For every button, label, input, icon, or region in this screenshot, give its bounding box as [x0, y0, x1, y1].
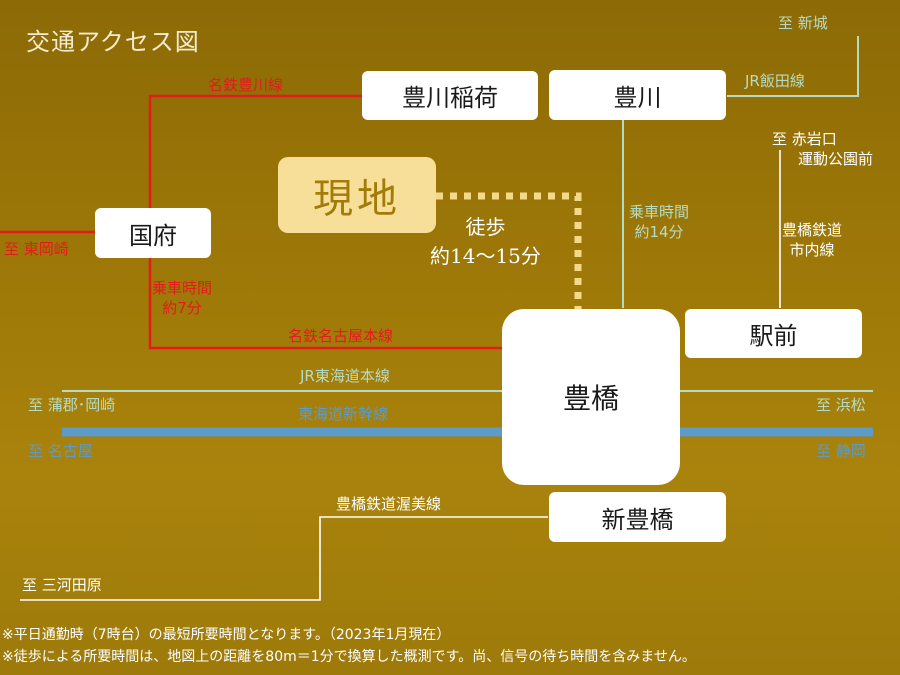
label-toyotetsu-shinai-2: 市内線 — [789, 240, 835, 259]
toyotetsu-atsumi-line — [20, 516, 548, 601]
dest-higashi-okazaki: 至 東岡崎 — [4, 240, 69, 258]
dest-shizuoka: 至 静岡 — [816, 442, 866, 460]
label-toyotetsu-shinai-1: 豊橋鉄道 — [782, 221, 843, 239]
ride-time-jr-iida-2: 約14分 — [634, 222, 684, 241]
station-toyokawa-inari: 豊川稲荷 — [362, 71, 538, 120]
ride-time-jr-iida-1: 乗車時間 — [629, 203, 690, 221]
label-toyotetsu-atsumi: 豊橋鉄道渥美線 — [336, 495, 442, 513]
label-meitetsu-toyokawa: 名鉄豊川線 — [208, 76, 284, 94]
station-kokufu: 国府 — [95, 208, 211, 258]
jr-iida-north-line — [727, 36, 859, 97]
dest-nagoya: 至 名古屋 — [28, 442, 93, 460]
dest-hamamatsu: 至 浜松 — [816, 396, 866, 414]
dest-akaiwaguchi-2: 運動公園前 — [798, 149, 874, 168]
label-jr-tokaido: JR東海道本線 — [300, 367, 390, 385]
dest-mikawa-tahara: 至 三河田原 — [22, 576, 102, 594]
walk-time-label: 徒歩 約14～15分 — [430, 213, 541, 271]
label-toyotetsu-shinai: 豊橋鉄道 市内線 — [782, 221, 842, 260]
dest-shinshiro: 至 新城 — [778, 14, 828, 32]
walk-label: 徒歩 — [465, 215, 506, 239]
station-shin-toyohashi: 新豊橋 — [549, 492, 726, 542]
dest-gamagori-okazaki: 至 蒲郡･岡崎 — [28, 396, 116, 414]
walking-route — [436, 192, 582, 310]
station-toyokawa: 豊川 — [549, 70, 726, 120]
dest-akaiwaguchi: 至 赤岩口 運動公園前 — [772, 130, 873, 169]
label-jr-iida: JR飯田線 — [745, 72, 805, 90]
page-title: 交通アクセス図 — [26, 28, 200, 56]
site-location: 現地 — [278, 157, 436, 233]
walk-duration: 約14～15分 — [430, 244, 541, 268]
label-meitetsu-nagoya: 名鉄名古屋本線 — [288, 327, 394, 345]
label-shinkansen: 東海道新幹線 — [298, 405, 389, 423]
footnote-2: ※徒歩による所要時間は、地図上の距離を80m＝1分で換算した概測です。尚、信号の… — [2, 649, 696, 665]
ride-time-jr-iida: 乗車時間 約14分 — [629, 203, 689, 242]
ride-time-meitetsu: 乗車時間 約7分 — [152, 279, 212, 318]
meitetsu-nagoya-line — [148, 258, 503, 350]
meitetsu-toyokawa-line — [148, 94, 362, 222]
footnote-1: ※平日通勤時（7時台）の最短所要時間となります。（2023年1月現在） — [2, 627, 451, 643]
ride-time-meitetsu-1: 乗車時間 — [152, 279, 213, 297]
dest-akaiwaguchi-1: 至 赤岩口 — [772, 130, 837, 148]
station-ekimae: 駅前 — [685, 309, 862, 358]
station-toyohashi: 豊橋 — [502, 309, 680, 485]
ride-time-meitetsu-2: 約7分 — [162, 298, 202, 317]
